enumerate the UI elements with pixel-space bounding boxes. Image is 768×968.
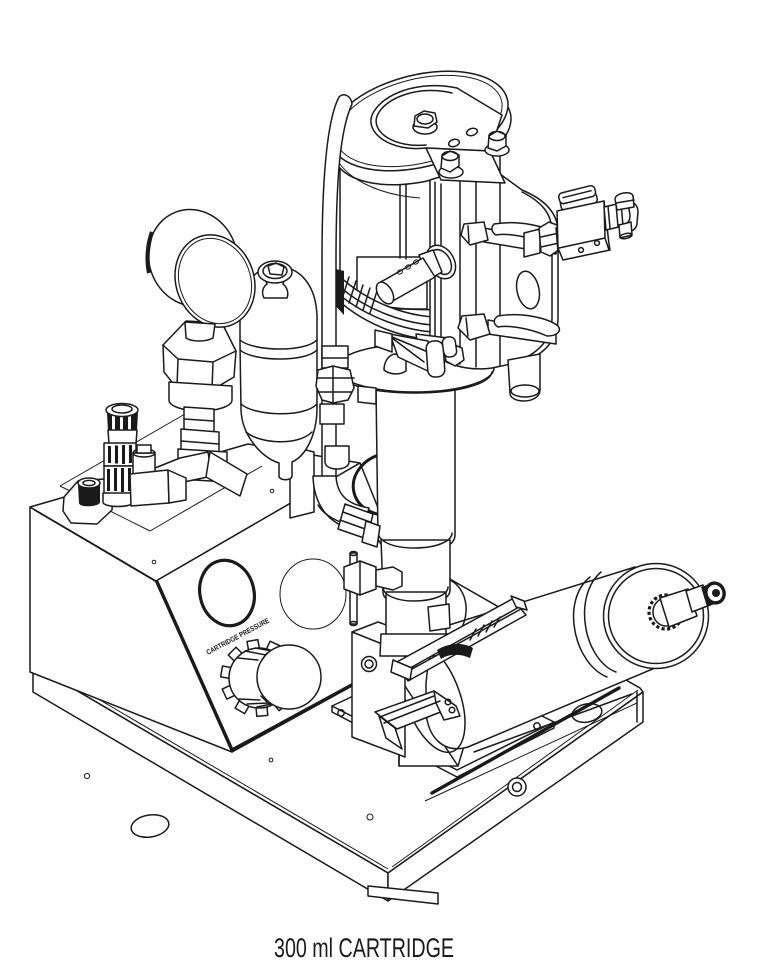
svg-text:300 ml CARTRIDGE: 300 ml CARTRIDGE	[274, 933, 454, 963]
